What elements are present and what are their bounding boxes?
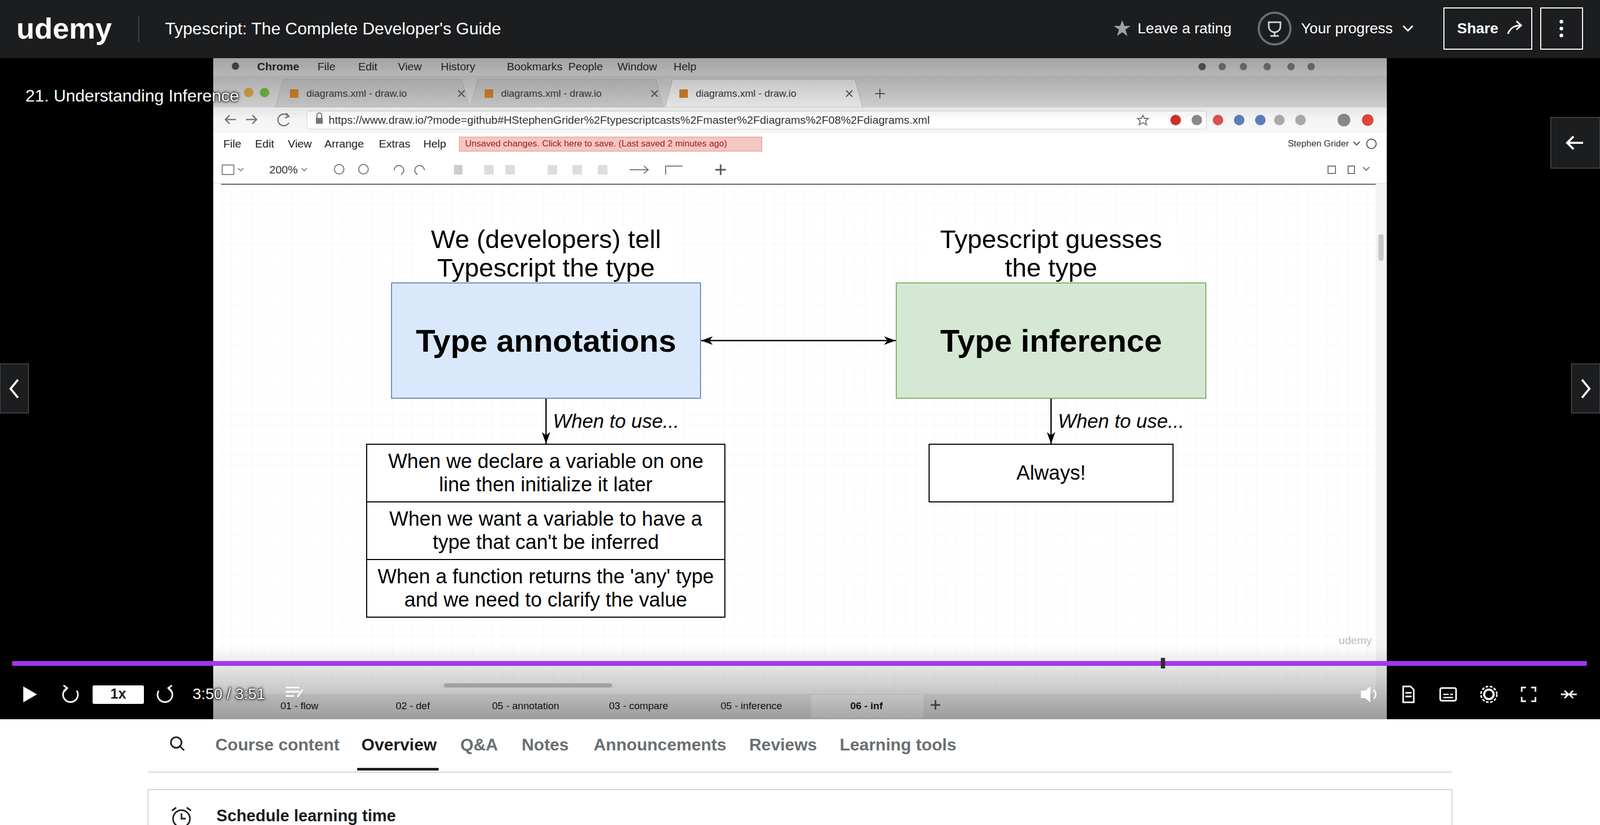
course-tab: Learning tools (839, 735, 957, 756)
course-tab: Notes (521, 735, 569, 756)
connector (545, 398, 548, 444)
rating-link: Leave a rating (1137, 20, 1232, 38)
speed-button: 1x (92, 686, 144, 703)
section-heading: Schedule learning time (216, 806, 396, 825)
app-menu-item: View (287, 137, 312, 151)
edge-label: When to use... (551, 410, 681, 433)
share-button-text: Share (1457, 20, 1499, 38)
table-row-box: When we declare a variable on one line t… (366, 443, 726, 503)
lecture-title: 21. Understanding Inference (25, 86, 240, 106)
box-heading: Typescript guesses the type (924, 225, 1179, 283)
connector (701, 340, 896, 342)
course-tab: Overview (361, 735, 437, 756)
app-menu-item: Arrange (324, 137, 365, 151)
os-menu-item: Bookmarks (506, 60, 563, 74)
table-row-box: When a function returns the 'any' type a… (366, 559, 726, 618)
page-tab: 05 - inference (720, 700, 783, 713)
app-menu-item: Help (423, 137, 447, 151)
unsaved-notice: Unsaved changes. Click here to save. (La… (465, 138, 727, 150)
time-display: 3:50 / 3:51 (192, 685, 266, 704)
process-box: We (developers) tell Typescript the type… (391, 282, 702, 399)
connector (1050, 398, 1052, 444)
browser-tab-title: diagrams.xml - draw.io (695, 87, 797, 100)
url-text: https://www.draw.io/?mode=github#HStephe… (328, 113, 930, 127)
app-menu-item: File (223, 137, 242, 151)
course-tab: Reviews (749, 735, 817, 756)
box-text: Type inference (940, 322, 1162, 360)
box-text: Type annotations (415, 322, 677, 360)
page-tab: 06 - inf (850, 700, 883, 713)
os-menu-item: Window (617, 60, 658, 74)
box-text: When we want a variable to have a type t… (375, 507, 716, 554)
os-menu-item: File (317, 60, 336, 74)
page-tab: 01 - flow (280, 700, 319, 713)
page-tab: 05 - annotation (492, 700, 560, 713)
course-tab: Course content (215, 735, 340, 756)
os-menu-item: Edit (358, 60, 378, 74)
edge-label: When to use... (1056, 410, 1187, 433)
zoom-level: 200% (269, 163, 298, 177)
os-menu-item: Help (673, 60, 697, 74)
user-name: Stephen Grider (1287, 138, 1349, 150)
watermark: udemy (1338, 634, 1372, 648)
page-tab: 02 - def (395, 700, 430, 713)
page-tab: 03 - compare (608, 700, 669, 713)
box-text: When a function returns the 'any' type a… (375, 565, 716, 612)
os-menu-item: View (397, 60, 422, 74)
box-text: Always! (1016, 461, 1086, 486)
os-menu-item: People (568, 60, 603, 74)
browser-tab-title: diagrams.xml - draw.io (501, 87, 602, 100)
course-tab: Q&A (460, 735, 498, 756)
app-menu-item: Edit (255, 137, 275, 151)
table-row-box: When we want a variable to have a type t… (366, 501, 726, 561)
course-title: Typescript: The Complete Developer's Gui… (165, 19, 502, 39)
box-heading: We (developers) tell Typescript the type (419, 225, 674, 283)
course-tab: Announcements (593, 735, 727, 756)
progress-link: Your progress (1301, 20, 1393, 38)
browser-tab-title: diagrams.xml - draw.io (306, 87, 407, 100)
os-menu-item: Chrome (257, 60, 299, 74)
os-menu-item: History (440, 60, 476, 74)
process-box: Typescript guesses the typeType inferenc… (895, 282, 1207, 399)
logo: udemy (16, 11, 113, 46)
app-menu-item: Extras (378, 137, 411, 151)
answer-box: Always! (928, 443, 1174, 503)
box-text: When we declare a variable on one line t… (375, 450, 716, 497)
